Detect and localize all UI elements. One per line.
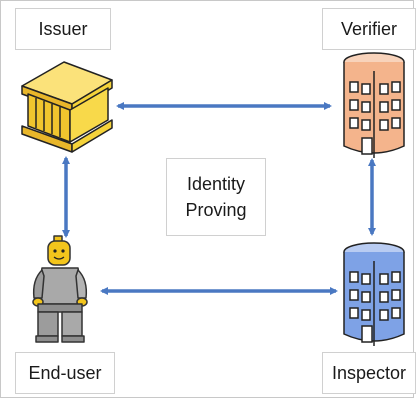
- office-tower-icon: [343, 52, 405, 158]
- center-line-2: Proving: [185, 200, 247, 220]
- issuer-label: Issuer: [15, 8, 111, 50]
- center-line-1: Identity: [186, 174, 246, 194]
- bank-building-icon: [21, 61, 113, 153]
- verifier-label: Verifier: [322, 8, 416, 50]
- inspector-label: Inspector: [322, 352, 416, 394]
- office-tower-icon: [343, 242, 405, 346]
- identity-proving-box: Identity Proving: [166, 158, 266, 236]
- figure-icon: [32, 235, 88, 343]
- end-user-label: End-user: [15, 352, 115, 394]
